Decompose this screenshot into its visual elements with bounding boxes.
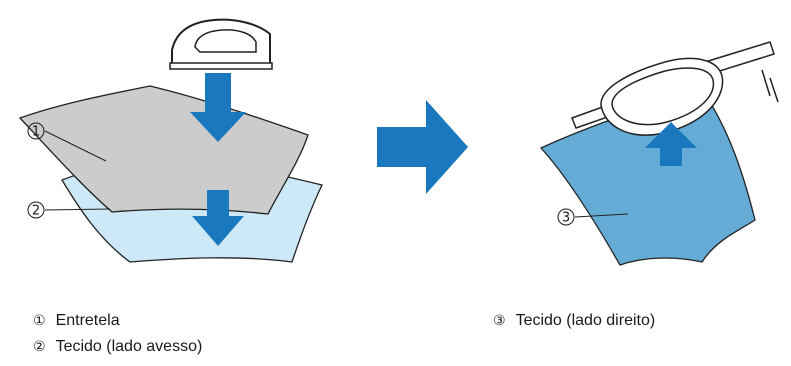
arrow-down-icon bbox=[190, 73, 246, 142]
legend-number: ③ bbox=[493, 313, 506, 329]
callout-digit: 1 bbox=[32, 125, 40, 140]
callout-marker bbox=[27, 122, 45, 140]
legend-label: Entretela bbox=[55, 312, 120, 329]
arrow-up-icon bbox=[645, 122, 697, 166]
legend-number: ② bbox=[33, 339, 46, 355]
arrow-right-icon bbox=[377, 100, 468, 194]
legend-item-fabric-front: ③ Tecido (lado direito) bbox=[493, 311, 655, 331]
callout-marker bbox=[27, 201, 45, 219]
callout-digit: 2 bbox=[32, 204, 40, 219]
legend-item-stabilizer: ① Entretela bbox=[33, 311, 120, 331]
leader-line bbox=[44, 130, 107, 162]
stabilizer-sheet bbox=[18, 85, 309, 215]
iron-icon bbox=[169, 18, 273, 70]
callout-marker bbox=[557, 208, 575, 226]
embroidery-hoop-icon bbox=[571, 41, 779, 136]
leader-line bbox=[44, 208, 111, 211]
leader-line bbox=[574, 213, 629, 218]
legend-number: ① bbox=[33, 313, 46, 329]
arrow-down-icon bbox=[192, 190, 244, 246]
legend-label: Tecido (lado avesso) bbox=[55, 338, 203, 355]
legend-item-fabric-back: ② Tecido (lado avesso) bbox=[33, 337, 202, 357]
legend-label: Tecido (lado direito) bbox=[515, 312, 656, 329]
illustration: 1 2 3 bbox=[18, 18, 779, 266]
callout-digit: 3 bbox=[562, 211, 570, 226]
